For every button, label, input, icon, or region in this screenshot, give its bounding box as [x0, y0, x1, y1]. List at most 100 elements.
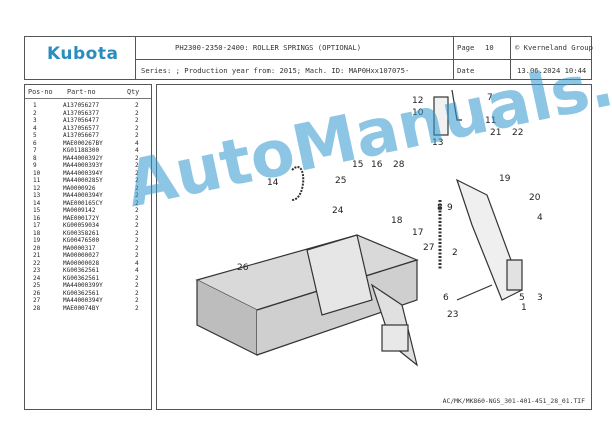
row-part: MA44000394Y: [63, 192, 103, 199]
date-value: 13.06.2024 10:44: [517, 66, 587, 75]
row-part: KG00476500: [63, 237, 100, 244]
row-pos: 24: [33, 274, 41, 282]
callout-13: 13: [432, 138, 443, 148]
row-qty: 2: [135, 192, 139, 199]
row-qty: 2: [135, 199, 139, 207]
row-part: KG00362561: [63, 289, 100, 297]
row-part: A137056377: [63, 109, 100, 117]
row-pos: 3: [33, 117, 37, 124]
row-part: A137056577: [63, 124, 100, 132]
row-part: KG00358261: [63, 229, 100, 237]
row-part: A137056277: [63, 102, 100, 109]
row-pos: 6: [33, 139, 37, 147]
copyright: © Kverneland Group: [515, 43, 593, 52]
row-part: MA44000394Y: [63, 169, 103, 177]
table-row: 4 A137056577 2: [25, 125, 151, 132]
callout-11: 11: [485, 116, 496, 126]
row-pos: 16: [33, 214, 41, 222]
page-number: 10: [485, 43, 494, 52]
row-qty: 2: [135, 102, 139, 109]
row-pos: 19: [33, 237, 41, 244]
row-pos: 8: [33, 154, 37, 162]
row-pos: 4: [33, 124, 37, 132]
callout-18: 18: [391, 216, 403, 226]
col-head-part: Part-no: [67, 88, 96, 96]
header-box: Kubota PH2300-2350-2400: ROLLER SPRINGS …: [24, 36, 593, 80]
row-qty: 4: [135, 267, 139, 274]
row-qty: 2: [135, 289, 139, 297]
row-part: KG00362561: [63, 274, 100, 282]
table-row: 9 MA44000393Y 2: [25, 162, 151, 169]
row-part: MA44000285Y: [63, 177, 103, 184]
row-part: MAE00074BY: [63, 304, 100, 312]
callout-1: 1: [521, 303, 527, 313]
table-row: 13 MA44000394Y 2: [25, 192, 151, 199]
row-part: MA44000393Y: [63, 162, 103, 169]
kubota-logo: Kubota: [47, 44, 119, 64]
row-part: MA0000926: [63, 184, 96, 192]
row-pos: 10: [33, 169, 41, 177]
row-pos: 9: [33, 162, 37, 169]
callout-27: 27: [423, 243, 434, 253]
table-row: 26 KG00362561 2: [25, 290, 151, 297]
cylinder: [433, 96, 449, 136]
page-label: Page: [457, 43, 475, 52]
callout-26: 26: [237, 263, 249, 273]
row-qty: 2: [135, 244, 139, 252]
row-part: KG00059034: [63, 222, 100, 229]
callout-20: 20: [529, 193, 541, 203]
col-head-pos: Pos-no: [28, 88, 53, 96]
date-label: Date: [457, 66, 475, 75]
row-qty: 2: [135, 274, 139, 282]
row-part: MA00000028: [63, 259, 100, 267]
row-part: KG01188300: [63, 147, 100, 154]
callout-17: 17: [412, 228, 423, 238]
row-part: MAE000267BY: [63, 139, 103, 147]
mount-plate: [306, 234, 373, 316]
table-row: 1 A137056277 2: [25, 102, 151, 109]
col-head-qty: Qty: [127, 88, 140, 96]
row-pos: 25: [33, 282, 41, 289]
series-line: Series: ; Production year from: 2015; Ma…: [141, 66, 410, 75]
row-pos: 1: [33, 102, 37, 109]
row-part: MA0000317: [63, 244, 96, 252]
row-pos: 13: [33, 192, 41, 199]
page-title: PH2300-2350-2400: ROLLER SPRINGS (OPTION…: [175, 43, 362, 52]
row-pos: 22: [33, 259, 41, 267]
row-pos: 28: [33, 304, 41, 312]
row-qty: 4: [135, 147, 139, 154]
row-part: MAE000165CY: [63, 199, 103, 207]
callout-8: 8: [437, 203, 443, 213]
row-qty: 2: [135, 162, 139, 169]
row-qty: 2: [135, 124, 139, 132]
row-pos: 27: [33, 297, 41, 304]
row-pos: 15: [33, 207, 41, 214]
callout-10: 10: [412, 108, 424, 118]
row-pos: 14: [33, 199, 41, 207]
callout-12: 12: [412, 96, 423, 106]
row-pos: 26: [33, 289, 41, 297]
row-pos: 20: [33, 244, 41, 252]
row-pos: 23: [33, 267, 41, 274]
callout-28: 28: [393, 160, 405, 170]
row-qty: 2: [135, 229, 139, 237]
table-row: 20 MA0000317 2: [25, 245, 151, 252]
table-row: 24 KG00362561 2: [25, 275, 151, 282]
row-pos: 21: [33, 252, 41, 259]
callout-24: 24: [332, 206, 344, 216]
cable-spring: [291, 166, 305, 201]
row-part: MAE000172Y: [63, 214, 100, 222]
callout-16: 16: [371, 160, 383, 170]
callout-5: 5: [519, 293, 525, 303]
